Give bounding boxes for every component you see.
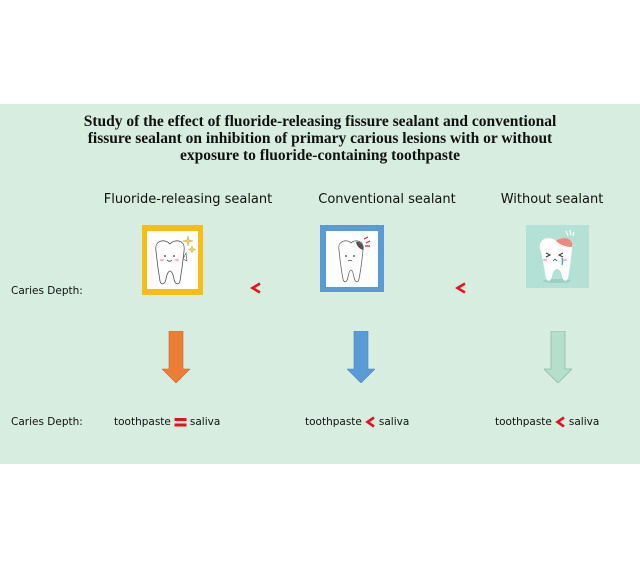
equals-icon — [174, 417, 187, 426]
comparison-conventional: toothpaste saliva — [305, 416, 409, 428]
down-arrow-icon — [346, 330, 376, 384]
down-arrow-icon — [543, 330, 573, 384]
down-arrow-without-sealant — [543, 330, 573, 387]
diagram-title: Study of the effect of fluoride-releasin… — [0, 113, 640, 164]
fluoride-sealant-image — [142, 225, 203, 295]
title-line-2: fissure sealant on inhibition of primary… — [87, 130, 553, 147]
comparison-right-term: saliva — [378, 416, 410, 428]
comparison-left-term: toothpaste — [305, 416, 362, 428]
comparison-right-term: saliva — [189, 416, 221, 428]
comparison-left-term: toothpaste — [495, 416, 552, 428]
title-line-3: exposure to fluoride-containing toothpas… — [179, 147, 460, 164]
comparison-right-term: saliva — [568, 416, 600, 428]
less-than-operator-2 — [454, 279, 467, 298]
less-than-icon — [365, 416, 375, 428]
column-label-conventional: Conventional sealant — [318, 192, 456, 207]
happy-tooth-icon — [142, 225, 203, 295]
less-than-icon — [555, 416, 565, 428]
title-line-1: Study of the effect of fluoride-releasin… — [83, 113, 557, 130]
less-than-icon — [454, 282, 466, 294]
less-than-icon — [249, 282, 261, 294]
comparison-left-term: toothpaste — [114, 416, 171, 428]
decayed-tooth-icon — [320, 225, 384, 292]
column-label-without-sealant: Without sealant — [500, 192, 604, 207]
caries-depth-label-bottom: Caries Depth: — [11, 416, 83, 428]
conventional-sealant-image — [320, 225, 384, 292]
down-arrow-conventional — [346, 330, 376, 387]
crying-tooth-icon — [526, 225, 589, 288]
less-than-operator-1 — [249, 279, 262, 298]
column-label-fluoride-releasing: Fluoride-releasing sealant — [103, 192, 273, 207]
comparison-fluoride: toothpaste saliva — [114, 416, 220, 428]
down-arrow-icon — [161, 330, 191, 384]
without-sealant-image — [526, 225, 589, 288]
down-arrow-fluoride — [161, 330, 191, 387]
comparison-without-sealant: toothpaste saliva — [495, 416, 599, 428]
caries-depth-label-top: Caries Depth: — [11, 285, 83, 297]
